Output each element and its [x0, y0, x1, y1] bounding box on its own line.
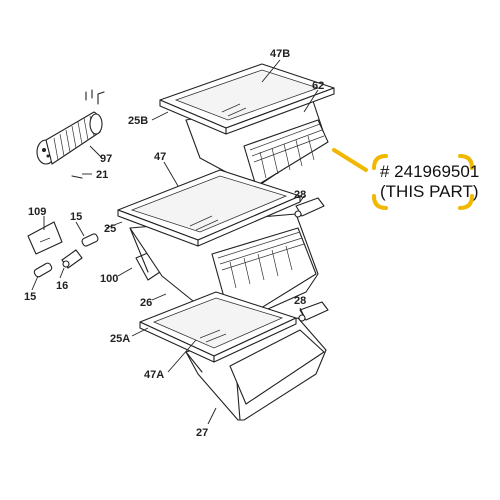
highlight-pointer-line [332, 148, 368, 172]
label-25: 25 [104, 223, 116, 235]
label-47b: 47B [270, 48, 290, 60]
label-21: 21 [96, 169, 108, 181]
label-15-lower: 15 [24, 291, 36, 303]
label-25b: 25B [128, 115, 148, 127]
label-16: 16 [56, 280, 68, 292]
middle-crisper-assembly [117, 169, 325, 327]
label-28-lower: 28 [294, 295, 306, 307]
label-97: 97 [100, 153, 112, 165]
label-15-upper: 15 [70, 211, 82, 223]
callout-bracket-right [458, 154, 474, 210]
label-27: 27 [196, 427, 208, 439]
lower-crisper-assembly [139, 291, 329, 421]
callout-bracket-left [372, 154, 388, 210]
upper-crisper-assembly [159, 63, 335, 187]
part-labels: 47B 62 25B 97 21 47 28 109 15 25 100 16 … [24, 48, 324, 439]
label-109: 109 [28, 206, 46, 218]
callout-note: (THIS PART) [380, 182, 479, 201]
label-47a: 47A [144, 369, 164, 381]
label-100: 100 [100, 273, 118, 285]
coil-part-97 [36, 89, 105, 179]
label-62: 62 [312, 80, 324, 92]
leader-lines [31, 59, 319, 425]
highlight-callout: # 241969501 (THIS PART) [332, 148, 479, 210]
small-parts [27, 221, 99, 278]
label-26: 26 [140, 297, 152, 309]
label-25a: 25A [110, 333, 130, 345]
label-47: 47 [154, 151, 166, 163]
label-28-upper: 28 [294, 189, 306, 201]
callout-part-number: # 241969501 [380, 162, 479, 181]
